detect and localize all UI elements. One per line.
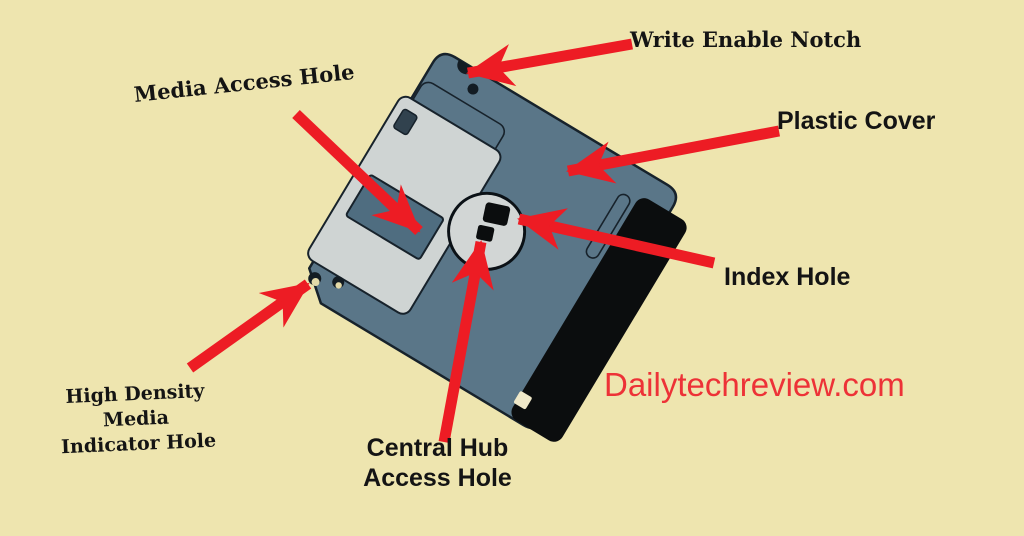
- central-hub-label-line2: Access Hole: [363, 464, 512, 492]
- central-hub-label-line1: Central Hub: [366, 434, 509, 462]
- write-enable-notch-label: Write Enable Notch: [630, 27, 862, 52]
- plastic-cover-label: Plastic Cover: [777, 107, 936, 135]
- write-enable-notch-arrow: [466, 38, 633, 87]
- label-strip: [511, 198, 687, 442]
- index-hole-arrow: [517, 208, 716, 269]
- shutter-spring-notch: [393, 108, 418, 136]
- high-density-media-indicator-hole-label: High Density Media Indicator Hole: [58, 379, 217, 461]
- hd-indicator-hole: [308, 272, 322, 287]
- corner-hole: [332, 276, 345, 289]
- index-hole-label: Index Hole: [724, 263, 851, 291]
- site-watermark: Dailytechreview.com: [604, 366, 905, 403]
- high-density-hole-arrow: [186, 279, 312, 373]
- write-protect-hole: [467, 83, 479, 95]
- hub-drive-window: [482, 202, 511, 226]
- media-access-hole-arrow: [292, 110, 423, 235]
- central-hub-arrow: [438, 240, 494, 444]
- label-strip-cutout: [513, 391, 532, 410]
- hub-index-window: [476, 224, 495, 242]
- edge-slot-outline: [585, 193, 631, 259]
- central-hub-access-hole-label: Central Hub Access Hole: [350, 433, 525, 493]
- plastic-cover-arrow: [566, 125, 781, 184]
